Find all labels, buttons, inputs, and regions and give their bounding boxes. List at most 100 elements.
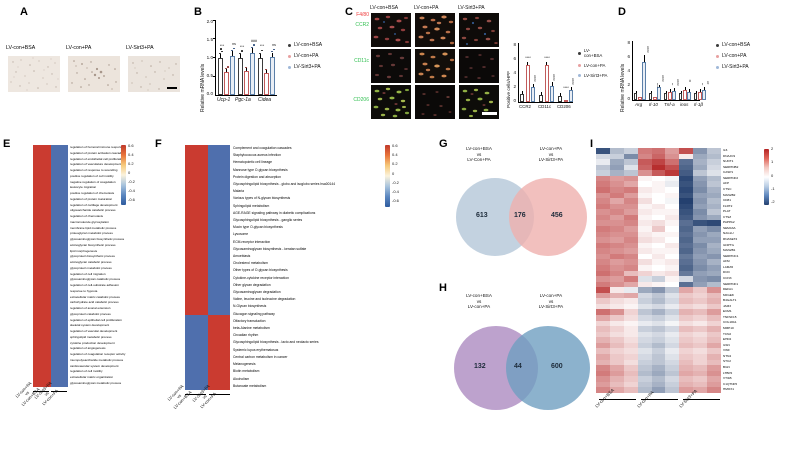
- heatmap-cell: [596, 253, 610, 260]
- heatmap-cell: [596, 214, 610, 221]
- heatmap-cell: [651, 292, 666, 299]
- if-cell-ccr2-sirt3: [459, 13, 499, 47]
- sig-annotation-sirt3: ###: [251, 38, 257, 43]
- panel-e-heatmap: [33, 145, 68, 387]
- title-l1: LV-con+BSA: [466, 146, 492, 151]
- gene-label: PAPPA2: [723, 220, 735, 225]
- term-item: Olfactory transduction: [233, 318, 266, 323]
- gene-label: SEMA3A: [723, 225, 736, 230]
- term-item: proteoglycan metabolic process: [70, 231, 113, 236]
- heatmap-cell: [637, 248, 652, 254]
- heatmap-cell: [623, 264, 638, 271]
- heatmap-cell: [693, 337, 708, 343]
- heatmap-cell: [693, 342, 708, 349]
- gene-label: CASP1: [723, 170, 734, 175]
- error-bar: [684, 87, 686, 91]
- d-group-arg: ####: [634, 41, 650, 100]
- heatmap-cell: [623, 348, 638, 355]
- sig-pa: ****: [563, 85, 569, 90]
- term-item: regulation of epithelial cell proliferat…: [70, 317, 122, 322]
- heatmap-cell: [609, 276, 624, 282]
- sig-pa: ****: [655, 83, 659, 88]
- term-item: Glycosphingolipid biosynthesis - ganglio…: [233, 218, 303, 223]
- i-cb-tick-2: 0: [771, 173, 774, 178]
- heatmap-cell: [665, 220, 680, 226]
- bar-pa: [698, 91, 702, 100]
- term-item: Other glycan degradation: [233, 282, 271, 287]
- heatmap-cell: [609, 259, 624, 265]
- heatmap-cell: [596, 376, 610, 382]
- marker-cd206-label: CD206: [353, 97, 369, 103]
- heatmap-cell: [679, 387, 694, 393]
- heatmap-cell: [609, 203, 624, 210]
- heatmap-cell: [707, 320, 721, 327]
- heatmap-cell: [679, 270, 694, 277]
- heatmap-cell: [623, 342, 638, 349]
- heatmap-cell: [693, 225, 708, 232]
- y-tick-2: 1.0: [206, 55, 213, 60]
- heatmap-cell: [693, 320, 708, 327]
- term-item: N-Glycan biosynthesis: [233, 304, 267, 309]
- heatmap-cell: [679, 365, 694, 371]
- heatmap-cell: [596, 242, 610, 249]
- term-item: Other types of O-glycan biosynthesis: [233, 268, 288, 273]
- heatmap-cell: [623, 153, 638, 160]
- heatmap-cell: [651, 209, 666, 215]
- heatmap-cell: [637, 198, 652, 204]
- if-cell-cd206-bsa: [371, 85, 411, 119]
- heatmap-cell: [693, 198, 708, 204]
- heatmap-cell: [651, 354, 666, 360]
- heatmap-cell: [679, 170, 694, 176]
- y-tick-3: 0.5: [206, 73, 213, 78]
- heatmap-cell: [693, 175, 708, 182]
- heatmap-cell: [693, 281, 708, 288]
- heatmap-cell: [679, 276, 694, 282]
- heatmap-cell: [623, 253, 638, 260]
- heatmap-cell: [637, 186, 652, 193]
- gene-label: STC2: [723, 359, 731, 364]
- panel-h-left-title: LV-con+BSA vs LV-con+PA: [444, 293, 514, 310]
- gene-label: DNAJC9: [723, 153, 736, 158]
- legend-swatch-icon: [716, 54, 719, 58]
- q-group-ccr2: **** ####: [520, 43, 537, 102]
- q-group-cd206: **** ####: [558, 43, 575, 102]
- panel-h-right-title: LV-con+PA vs LV-Sirt3+PA: [516, 293, 586, 310]
- heatmap-cell: [623, 192, 638, 199]
- panel-b: B Relative mRNA levels 2.0 1.5 1.0 0.5 0…: [190, 0, 345, 135]
- heatmap-cell: [596, 315, 610, 321]
- gene-label: HMOX1: [723, 387, 735, 392]
- heatmap-cell: [651, 164, 666, 171]
- bar-bsa: [679, 92, 683, 100]
- heatmap-cell: [693, 148, 708, 154]
- heatmap-cell: [609, 309, 624, 316]
- panel-g: G LV-con+BSA vs LV-Con+PA LV-con+PA vs L…: [406, 138, 587, 263]
- gene-label: B4GALT1: [723, 298, 737, 303]
- heatmap-cell: [679, 264, 694, 271]
- heatmap-cell: [609, 192, 624, 199]
- heatmap-cell: [707, 348, 721, 355]
- heatmap-cell: [609, 370, 624, 377]
- heatmap-cell: [693, 348, 708, 355]
- heatmap-cell: [651, 276, 666, 282]
- gene-label: NUDT1: [723, 159, 734, 164]
- heatmap-cell: [679, 326, 694, 332]
- panel-c-col-label-1: LV-con+PA: [414, 5, 439, 11]
- term-item: regulation of protein maturation: [70, 196, 113, 201]
- bar-pa: [653, 97, 657, 100]
- bar-bsa: [238, 57, 243, 95]
- sig-sirt3: ####: [552, 74, 556, 81]
- heatmap-cell: [637, 242, 652, 249]
- panel-c: C LV-con+BSA LV-con+PA LV-Sirt3+PA F4/80…: [343, 0, 608, 135]
- legend-swatch-icon: [578, 51, 581, 55]
- heatmap-cell: [609, 320, 624, 327]
- heatmap-cell: [665, 148, 680, 154]
- heatmap-cell: [707, 359, 721, 366]
- heatmap-cell: [665, 370, 680, 377]
- heatmap-cell: [623, 387, 638, 393]
- sig-sirt3: #: [689, 78, 691, 83]
- heatmap-cell: [707, 259, 721, 265]
- term-item: glycoprotein biosynthetic process: [70, 254, 115, 259]
- heatmap-cell: [665, 331, 680, 338]
- heatmap-cell: [679, 281, 694, 288]
- heatmap-cell: [665, 376, 680, 382]
